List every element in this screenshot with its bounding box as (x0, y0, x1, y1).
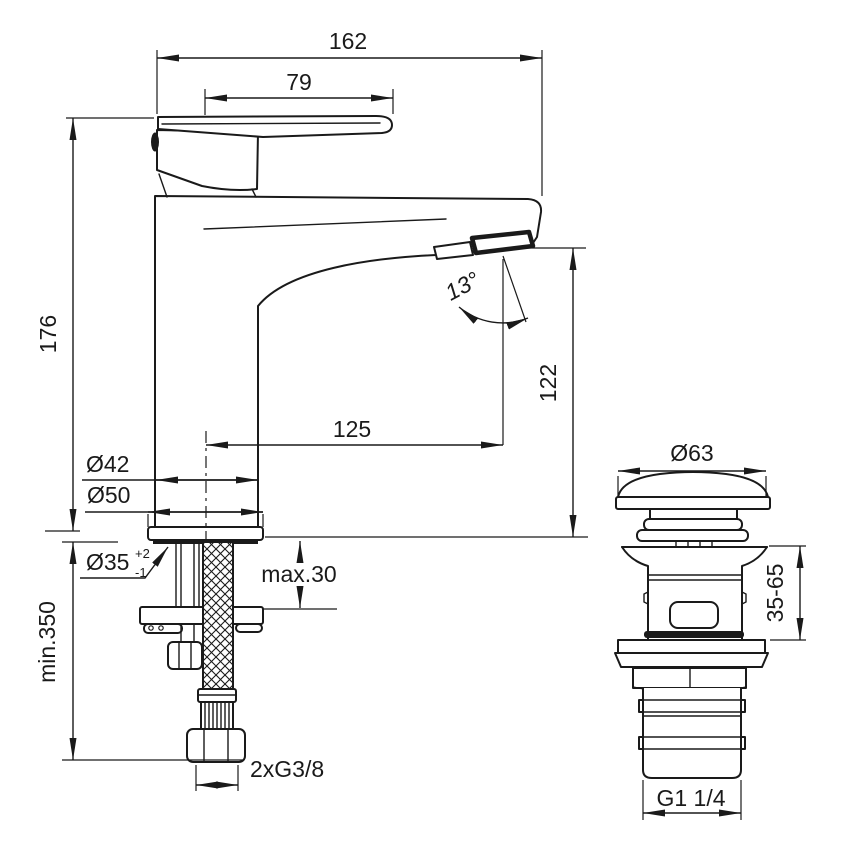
hose-ribs (204, 702, 230, 729)
dimensions: 162 79 176 min.350 125 (34, 28, 806, 820)
dim-overall-width: 162 (156, 28, 543, 196)
hose-hex-facets (203, 729, 229, 762)
drain-overflow-window (669, 601, 719, 629)
outlet-height-label: 122 (535, 364, 561, 402)
dim-outlet-height: 122 (265, 247, 588, 538)
dim-body-diameter: Ø42 (82, 451, 258, 484)
lever-end-cap (151, 132, 159, 152)
clamp-grip-dot (158, 625, 164, 631)
spout-reach-label: 125 (333, 416, 371, 442)
drain-cap-rim (615, 496, 771, 510)
escutcheon-ticks (158, 173, 257, 198)
dim-hole-diameter: Ø35 +2 -1 (80, 537, 169, 580)
drain-thread-bulge (638, 736, 644, 750)
drain-side-notches (643, 591, 747, 605)
dim-drain-deck-range: 35-65 (762, 545, 806, 641)
drain-thread-body (642, 687, 742, 779)
dim-max-deck-thickness: max.30 (261, 541, 337, 610)
faucet-handle (151, 115, 393, 198)
handle-lever (157, 115, 393, 138)
drain-deck-range-label: 35-65 (762, 564, 788, 623)
drain-thread-label: G1 1/4 (656, 785, 725, 811)
drain-thread-bulge (740, 736, 746, 750)
drain-flange-disc (617, 639, 766, 654)
drain-neck-left (621, 546, 649, 641)
min-hose-length-label: min.350 (34, 601, 60, 683)
fastening-nut (167, 641, 203, 670)
drain-thread-bulge (740, 699, 746, 713)
dim-base-diameter: Ø50 (85, 482, 264, 527)
braided-hose (203, 543, 233, 689)
aerator-step (433, 241, 474, 260)
clamp-foot-right (235, 623, 263, 633)
outlet-angle-label: 13° (441, 266, 484, 305)
handle-length-label: 79 (286, 69, 312, 95)
drain-cap-dome (617, 471, 769, 498)
drain-thread-bulge (638, 699, 644, 713)
max-deck-thickness-label: max.30 (261, 561, 336, 587)
dim-drain-cap-diameter: Ø63 (617, 440, 767, 496)
overall-width-label: 162 (329, 28, 367, 54)
faucet-body (154, 195, 543, 529)
spout-contour-line (203, 218, 447, 230)
threaded-rods (175, 542, 200, 643)
hole-diameter-label: Ø35 +2 -1 (86, 537, 156, 580)
drain-valve-view (614, 471, 771, 779)
drain-flange-lip (614, 652, 769, 668)
handle-escutcheon (156, 129, 259, 191)
hose-hex-nut (186, 728, 246, 763)
dim-min-hose-length: min.350 (34, 541, 243, 761)
total-height-label: 176 (35, 315, 61, 353)
dim-supply-connection: 2xG3/8 (195, 756, 324, 791)
fastening-nut-facets (178, 642, 192, 670)
supply-connection-label: 2xG3/8 (250, 756, 324, 782)
dim-drain-thread: G1 1/4 (642, 780, 742, 820)
drain-stem (649, 508, 738, 520)
drain-groove-lines (647, 574, 743, 581)
lever-highlight-line (161, 122, 381, 125)
aerator (469, 229, 536, 256)
dim-total-height: 176 (35, 117, 154, 532)
mounting-hardware (139, 542, 264, 670)
hose-edges (202, 542, 234, 690)
clamp-bar (139, 606, 264, 625)
base-diameter-label: Ø50 (87, 482, 130, 508)
dim-outlet-angle: 13° (441, 255, 529, 330)
dim-spout-reach: 125 (206, 259, 504, 449)
drain-neck-right (741, 546, 768, 641)
drain-seal-ring-1 (643, 518, 743, 531)
supply-hose (186, 542, 246, 763)
dim-handle-length: 79 (204, 69, 394, 115)
drain-seal-ring-2 (636, 529, 749, 542)
drain-gasket (644, 631, 744, 638)
drain-stem-slots (675, 540, 713, 548)
drain-thread-bands (642, 699, 742, 750)
drain-cap-diameter-label: Ø63 (670, 440, 713, 466)
body-diameter-label: Ø42 (86, 451, 129, 477)
clamp-grip-dot (148, 625, 154, 631)
